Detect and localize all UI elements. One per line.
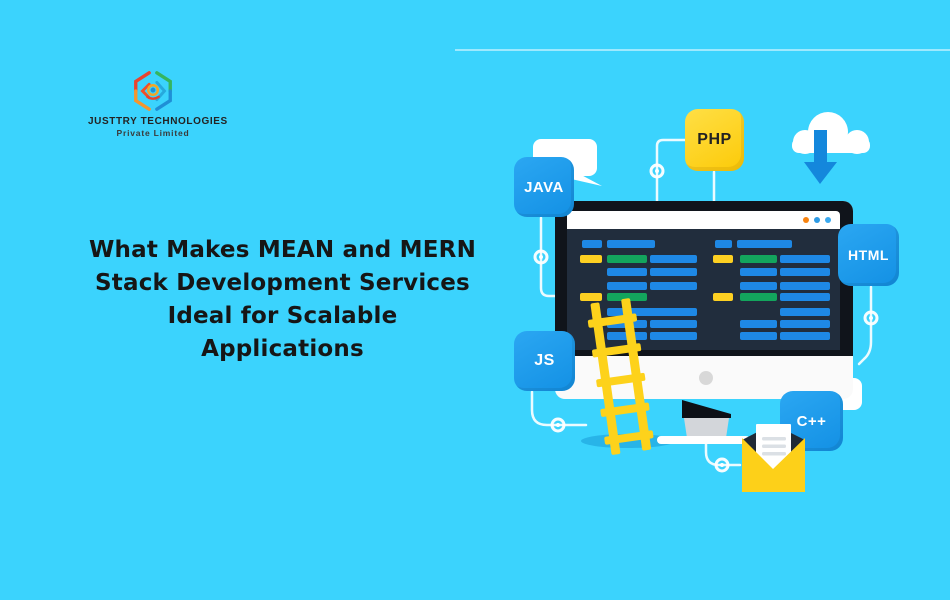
headline-line: What Makes MEAN and MERN xyxy=(88,237,477,263)
top-divider xyxy=(455,49,950,51)
cloud-download-icon xyxy=(792,112,870,184)
headline-line: Stack Development Services xyxy=(95,270,470,296)
connector-node-icon xyxy=(714,457,730,473)
power-light xyxy=(699,371,713,385)
code-bar xyxy=(740,268,777,276)
code-bar xyxy=(650,320,697,328)
code-bar xyxy=(740,255,777,263)
headline-line: Applications xyxy=(201,336,364,362)
code-bar xyxy=(650,332,697,340)
monitor-stand xyxy=(657,400,750,444)
browser-dot xyxy=(825,217,831,223)
code-bar xyxy=(780,255,830,263)
code-bar xyxy=(780,332,830,340)
code-bar xyxy=(607,293,647,301)
badge-java: JAVA xyxy=(514,157,574,217)
code-bar xyxy=(713,255,733,263)
logo-icon xyxy=(134,71,172,111)
company-subtitle: Private Limited xyxy=(116,128,190,138)
badge-label: JAVA xyxy=(524,178,564,196)
code-bar xyxy=(780,268,830,276)
badge-html: HTML xyxy=(838,224,899,286)
logo: JUSTTRY TECHNOLOGIES Private Limited xyxy=(88,68,228,138)
stand-base xyxy=(657,436,750,444)
mail-open-icon xyxy=(742,424,805,492)
code-bar xyxy=(650,255,697,263)
code-bar xyxy=(713,293,733,301)
browser-dot xyxy=(803,217,809,223)
code-bar xyxy=(607,255,647,263)
code-bar xyxy=(607,240,655,248)
badge-label: HTML xyxy=(848,247,889,263)
company-name: JUSTTRY TECHNOLOGIES xyxy=(88,116,228,127)
badge-cpp: C++ xyxy=(780,391,843,451)
connector-node-icon xyxy=(863,310,879,326)
headline-line: Ideal for Scalable xyxy=(167,303,398,329)
code-bar xyxy=(650,268,697,276)
code-bar xyxy=(582,240,602,248)
code-bar xyxy=(580,293,602,301)
badge-js: JS xyxy=(514,331,575,391)
code-bar xyxy=(740,320,777,328)
connector-node-icon xyxy=(533,249,549,265)
badge-php: PHP xyxy=(685,109,744,171)
connector-lines xyxy=(530,138,879,473)
code-bar xyxy=(737,240,792,248)
monitor-screen xyxy=(555,201,853,356)
badge-label: PHP xyxy=(697,131,732,148)
code-bar xyxy=(650,282,697,290)
code-bar xyxy=(780,282,830,290)
code-bar xyxy=(607,282,647,290)
ladder-icon xyxy=(587,298,654,455)
code-bar xyxy=(607,268,647,276)
badge-label: JS xyxy=(534,352,555,369)
headline: What Makes MEAN and MERN Stack Developme… xyxy=(70,234,495,366)
code-bar xyxy=(740,282,777,290)
browser-bar xyxy=(567,211,840,229)
code-bar xyxy=(780,293,830,301)
code-bar xyxy=(740,332,777,340)
browser-dot xyxy=(814,217,820,223)
code-bar xyxy=(780,308,830,316)
code-bar xyxy=(607,308,697,316)
code-bar xyxy=(780,320,830,328)
code-bar xyxy=(715,240,732,248)
code-bar xyxy=(580,255,602,263)
code-bar xyxy=(740,293,777,301)
connector-node-icon xyxy=(649,163,665,179)
badge-label: C++ xyxy=(796,412,827,430)
connector-node-icon xyxy=(550,417,566,433)
